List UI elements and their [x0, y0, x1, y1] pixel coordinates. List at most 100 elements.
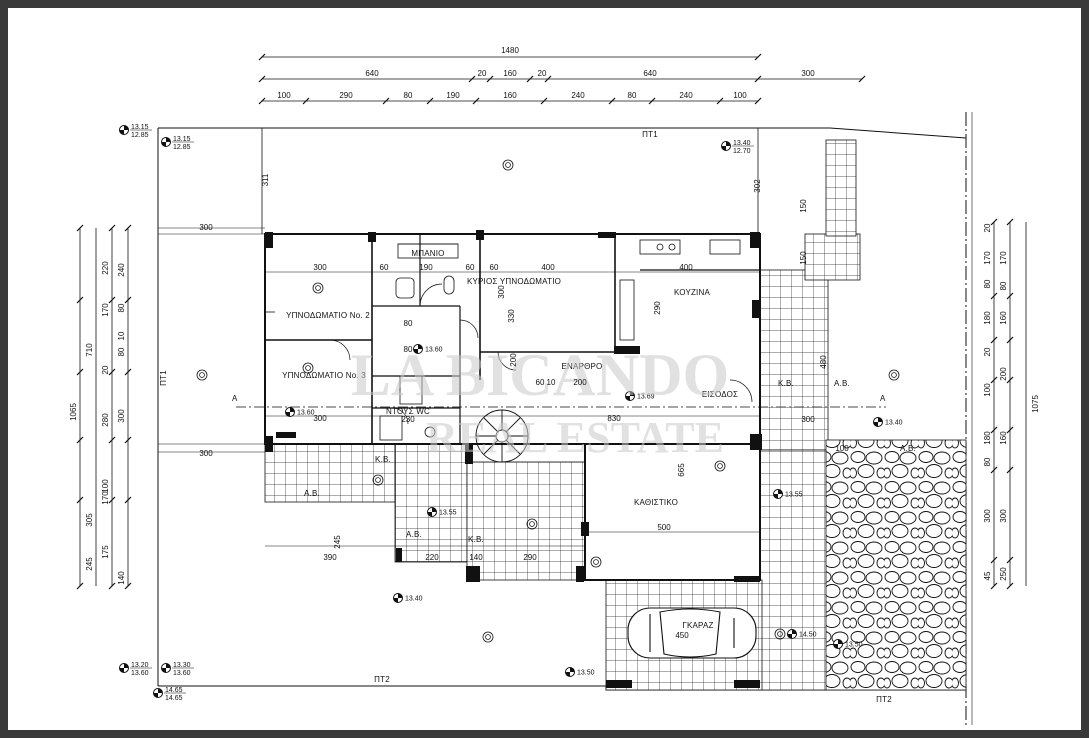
- section-mark-left: A: [232, 394, 238, 403]
- area-symbol-0: [502, 159, 514, 171]
- dim-inner-8: 190: [419, 263, 433, 272]
- paved-areas: [264, 139, 967, 691]
- dim-inner-32: 302: [753, 179, 762, 193]
- dim-right-col1-7: 80: [983, 457, 992, 466]
- area-symbol-6: [526, 518, 538, 530]
- level-marker-5: 13.69: [625, 391, 655, 401]
- undefined-1: 305: [85, 513, 94, 527]
- dim-left-col4-3: 80: [117, 347, 126, 356]
- dim-right-col2-3: 200: [999, 367, 1008, 381]
- label-ab-3: Α.Β.: [834, 379, 850, 388]
- dim-inner-23: 245: [333, 535, 342, 549]
- spiral-staircase: [475, 409, 529, 463]
- area-symbol-1: [196, 369, 208, 381]
- dim-right-col1-4: 20: [983, 347, 992, 356]
- dim-inner-29: 150: [799, 251, 808, 265]
- dim-right-col2-2: 160: [999, 311, 1008, 325]
- dim-top-row2-1: 20: [478, 69, 487, 78]
- level-value: 14.50: [799, 632, 817, 639]
- level-value: 14.65: [165, 687, 183, 694]
- dim-inner-25: 140: [469, 553, 483, 562]
- dim-top-row3-3: 190: [446, 91, 460, 100]
- level-value: 13.40: [885, 420, 903, 427]
- level-value-lower: 12.85: [131, 132, 149, 139]
- level-marker-8: 13.55: [773, 489, 803, 499]
- dim-inner-3: 390: [323, 553, 337, 562]
- level-value: 13.15: [131, 124, 149, 131]
- room-entrance: ΕΙΣΟΔΟΣ: [702, 390, 738, 399]
- dim-right-col1-1: 170: [983, 251, 992, 265]
- dim-inner-27: 100: [835, 444, 849, 453]
- level-value: 13.60: [297, 410, 315, 417]
- level-value-lower: 12.85: [173, 144, 191, 151]
- dim-inner-10: 80: [404, 319, 413, 328]
- dim-inner-13: 300: [497, 285, 506, 299]
- level-value: 13.69: [637, 394, 655, 401]
- dim-inner-33: 290: [653, 301, 662, 315]
- section-mark-right: A: [880, 394, 886, 403]
- dim-top-row3-7: 240: [679, 91, 693, 100]
- level-value: 13.50: [845, 642, 863, 649]
- label-pt2-bottom: ΠΤ2: [374, 675, 390, 684]
- level-value-lower: 14.65: [165, 695, 183, 702]
- house-walls: [264, 233, 761, 581]
- level-marker-11: 13.50: [833, 639, 863, 649]
- dim-top-row2-2: 160: [503, 69, 517, 78]
- dim-left-col4-2: 10: [117, 331, 126, 340]
- room-kitchen: ΚΟΥΖΙΝΑ: [674, 288, 710, 297]
- dim-inner-6: 400: [679, 263, 693, 272]
- level-value: 13.30: [173, 662, 191, 669]
- label-pt1-left: ΠΤ1: [159, 370, 168, 386]
- area-symbol-7: [372, 474, 384, 486]
- dim-left-col3-3: 280: [101, 413, 110, 427]
- level-markers: 13.1512.8513.1512.8513.4012.7013.6013.60…: [119, 124, 903, 702]
- area-symbol-2: [312, 282, 324, 294]
- dim-top-row2-3: 20: [538, 69, 547, 78]
- dim-right-col2-4: 160: [999, 431, 1008, 445]
- dim-top-row2-5: 300: [801, 69, 815, 78]
- level-marker-4: 13.60: [285, 407, 315, 417]
- level-value: 13.40: [405, 596, 423, 603]
- dim-right-col2-6: 250: [999, 567, 1008, 581]
- dim-inner-30: 480: [819, 355, 828, 369]
- door-swings: [329, 283, 753, 425]
- dim-inner-0: 300: [199, 223, 213, 232]
- dim-top-row3-8: 100: [733, 91, 747, 100]
- dim-right-col1-9: 45: [983, 571, 992, 580]
- level-value: 13.55: [785, 492, 803, 499]
- area-symbols: [196, 159, 900, 643]
- dim-left-col4-1: 80: [117, 303, 126, 312]
- dim-left-col4-0: 240: [117, 263, 126, 277]
- dim-left-overall: 1065: [69, 403, 78, 421]
- dim-inner-7: 60: [380, 263, 389, 272]
- dim-right-col2-1: 80: [999, 281, 1008, 290]
- dim-top-overall: 1480: [501, 46, 519, 55]
- dim-inner-15: 60: [536, 378, 545, 387]
- room-office: ΕΝΑΡΘΡΟ: [562, 362, 603, 371]
- dim-inner-9: 60: [466, 263, 475, 272]
- room-bedroom-3: ΥΠΝΟΔΩΜΑΤΙΟ No. 3: [282, 371, 366, 380]
- dim-right-col1-0: 20: [983, 223, 992, 232]
- level-value: 13.40: [733, 140, 751, 147]
- level-value-lower: 13.60: [173, 670, 191, 677]
- dim-top-row3-6: 80: [628, 91, 637, 100]
- dim-top-row3-1: 290: [339, 91, 353, 100]
- dim-right-col2-5: 300: [999, 509, 1008, 523]
- dim-top-row3-0: 100: [277, 91, 291, 100]
- dim-inner-2: 300: [313, 414, 327, 423]
- dim-inner-4: 300: [199, 449, 213, 458]
- dim-right-col1-6: 180: [983, 431, 992, 445]
- undefined-2: 245: [85, 557, 94, 571]
- area-symbol-9: [774, 628, 786, 640]
- dim-inner-31: 311: [261, 173, 270, 186]
- dim-inner-11: 80: [404, 345, 413, 354]
- dim-top-row2-4: 640: [643, 69, 657, 78]
- dim-inner-1: 300: [313, 263, 327, 272]
- dim-inner-17: 200: [509, 353, 518, 367]
- label-pt2-right: ΠΤ2: [876, 695, 892, 704]
